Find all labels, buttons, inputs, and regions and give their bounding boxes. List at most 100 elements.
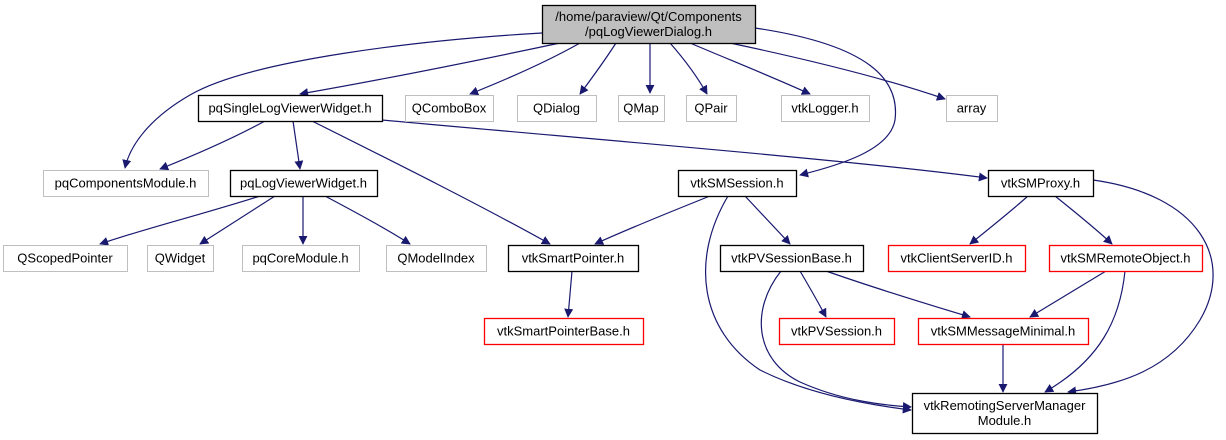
edge-pqSingleLogViewerWidget-to-vtkSMProxy <box>381 119 988 182</box>
node-label: QDialog <box>533 101 580 116</box>
node-QDialog[interactable]: QDialog <box>517 95 597 122</box>
node-QComboBox[interactable]: QComboBox <box>405 95 494 122</box>
edge-vtkSMRemoteObject-to-vtkRemotingServerManagerModule <box>1044 270 1126 393</box>
node-label: vtkPVSession.h <box>791 324 882 339</box>
node-box <box>677 169 798 198</box>
node-label: QMap <box>623 101 658 116</box>
node-label: /home/paraview/Qt/Components <box>555 9 742 24</box>
node-box <box>147 245 214 272</box>
edge-vtkSMProxy-to-vtkClientServerID <box>969 195 1029 245</box>
edge-vtkSMSession-to-vtkPVSessionBase <box>744 195 791 245</box>
node-box <box>618 95 665 122</box>
edge-vtkPVSessionBase-to-vtkPVSession <box>799 270 827 318</box>
node-box <box>946 95 998 122</box>
node-box <box>483 317 645 346</box>
node-QScopedPointer[interactable]: QScopedPointer <box>3 245 128 272</box>
edge-root-to-vtkLogger <box>689 42 811 95</box>
node-vtkSMMessageMinimal[interactable]: vtkSMMessageMinimal.h <box>917 317 1090 346</box>
node-label: pqComponentsModule.h <box>55 176 197 191</box>
node-box <box>197 94 384 123</box>
node-box <box>541 4 757 45</box>
node-vtkSmartPointerBase[interactable]: vtkSmartPointerBase.h <box>483 317 645 346</box>
node-label: QWidget <box>155 251 206 266</box>
edge-pqSingleLogViewerWidget-to-pqLogViewerWidget <box>292 120 304 170</box>
node-box <box>887 244 1027 273</box>
edge-pqSingleLogViewerWidget-to-pqComponentsModule <box>159 120 266 171</box>
node-label: pqCoreModule.h <box>252 251 348 266</box>
node-box <box>987 169 1095 198</box>
node-label: vtkPVSessionBase.h <box>731 251 852 266</box>
node-box <box>686 95 737 122</box>
edge-vtkSMProxy-to-vtkSMRemoteObject <box>1054 195 1113 245</box>
node-label: vtkSMRemoteObject.h <box>1060 251 1190 266</box>
node-box <box>3 245 128 272</box>
node-label: vtkClientServerID.h <box>901 251 1013 266</box>
node-label: vtkSmartPointer.h <box>522 251 625 266</box>
edge-root-to-QComboBox <box>469 42 581 96</box>
node-vtkSMProxy[interactable]: vtkSMProxy.h <box>987 169 1095 198</box>
node-label: QComboBox <box>412 101 487 116</box>
edge-root-to-array <box>729 42 946 101</box>
node-pqLogViewerWidget[interactable]: pqLogViewerWidget.h <box>229 169 379 198</box>
node-QModelIndex[interactable]: QModelIndex <box>386 245 487 272</box>
node-vtkPVSessionBase[interactable]: vtkPVSessionBase.h <box>719 244 865 273</box>
node-vtkLogger[interactable]: vtkLogger.h <box>781 95 870 122</box>
node-box <box>917 317 1090 346</box>
node-root[interactable]: /home/paraview/Qt/Components/pqLogViewer… <box>541 4 757 45</box>
edges-layer <box>99 27 1214 414</box>
edge-vtkSMProxy-to-vtkRemotingServerManagerModule <box>1067 179 1214 396</box>
edge-pqLogViewerWidget-to-QScopedPointer <box>99 195 261 246</box>
node-box <box>1048 244 1204 273</box>
edge-vtkSMRemoteObject-to-vtkSMMessageMinimal <box>1029 270 1107 318</box>
node-vtkSMSession[interactable]: vtkSMSession.h <box>677 169 798 198</box>
node-label: vtkSMMessageMinimal.h <box>931 324 1076 339</box>
edge-vtkSMSession-to-vtkRemotingServerManagerModule <box>704 195 912 414</box>
edge-pqLogViewerWidget-to-QModelIndex <box>324 195 411 245</box>
node-QWidget[interactable]: QWidget <box>147 245 214 272</box>
node-label: /pqLogViewerDialog.h <box>585 24 712 39</box>
node-box <box>781 95 870 122</box>
edge-vtkSMSession-to-vtkSmartPointer <box>594 195 711 245</box>
node-label: Module.h <box>978 413 1031 428</box>
node-vtkPVSession[interactable]: vtkPVSession.h <box>778 317 896 346</box>
node-label: vtkLogger.h <box>791 101 858 116</box>
node-label: QPair <box>694 101 728 116</box>
node-box <box>229 169 379 198</box>
edge-pqLogViewerWidget-to-QWidget <box>199 195 276 245</box>
node-pqCoreModule[interactable]: pqCoreModule.h <box>242 245 360 272</box>
node-label: QModelIndex <box>397 251 475 266</box>
node-pqSingleLogViewerWidget[interactable]: pqSingleLogViewerWidget.h <box>197 94 384 123</box>
node-box <box>507 244 640 273</box>
node-label: vtkRemotingServerManager <box>924 398 1087 413</box>
edge-vtkSmartPointer-to-vtkSmartPointerBase <box>564 270 574 318</box>
node-label: vtkSMSession.h <box>690 176 783 191</box>
edge-vtkPVSessionBase-to-vtkSMMessageMinimal <box>825 270 971 319</box>
edge-root-to-QDialog <box>579 42 617 95</box>
node-label: QScopedPointer <box>17 251 113 266</box>
node-vtkSMRemoteObject[interactable]: vtkSMRemoteObject.h <box>1048 244 1204 273</box>
node-label: array <box>957 101 987 116</box>
node-box <box>517 95 597 122</box>
node-QMap[interactable]: QMap <box>618 95 665 122</box>
node-array[interactable]: array <box>946 95 998 122</box>
node-pqComponentsModule[interactable]: pqComponentsModule.h <box>43 170 209 197</box>
node-box <box>242 245 360 272</box>
edge-root-to-pqComponentsModule <box>122 32 543 169</box>
node-vtkClientServerID[interactable]: vtkClientServerID.h <box>887 244 1027 273</box>
edge-root-to-QPair <box>669 42 708 95</box>
node-label: vtkSmartPointerBase.h <box>497 324 630 339</box>
node-box <box>911 392 1099 435</box>
node-label: pqSingleLogViewerWidget.h <box>208 101 371 116</box>
node-box <box>719 244 865 273</box>
node-box <box>778 317 896 346</box>
node-QPair[interactable]: QPair <box>686 95 737 122</box>
node-box <box>386 245 487 272</box>
node-vtkSmartPointer[interactable]: vtkSmartPointer.h <box>507 244 640 273</box>
node-box <box>405 95 494 122</box>
edge-pqSingleLogViewerWidget-to-vtkSmartPointer <box>311 120 551 245</box>
nodes-layer: /home/paraview/Qt/Components/pqLogViewer… <box>3 4 1204 435</box>
edge-root-to-pqSingleLogViewerWidget <box>299 42 561 98</box>
node-box <box>43 170 209 197</box>
